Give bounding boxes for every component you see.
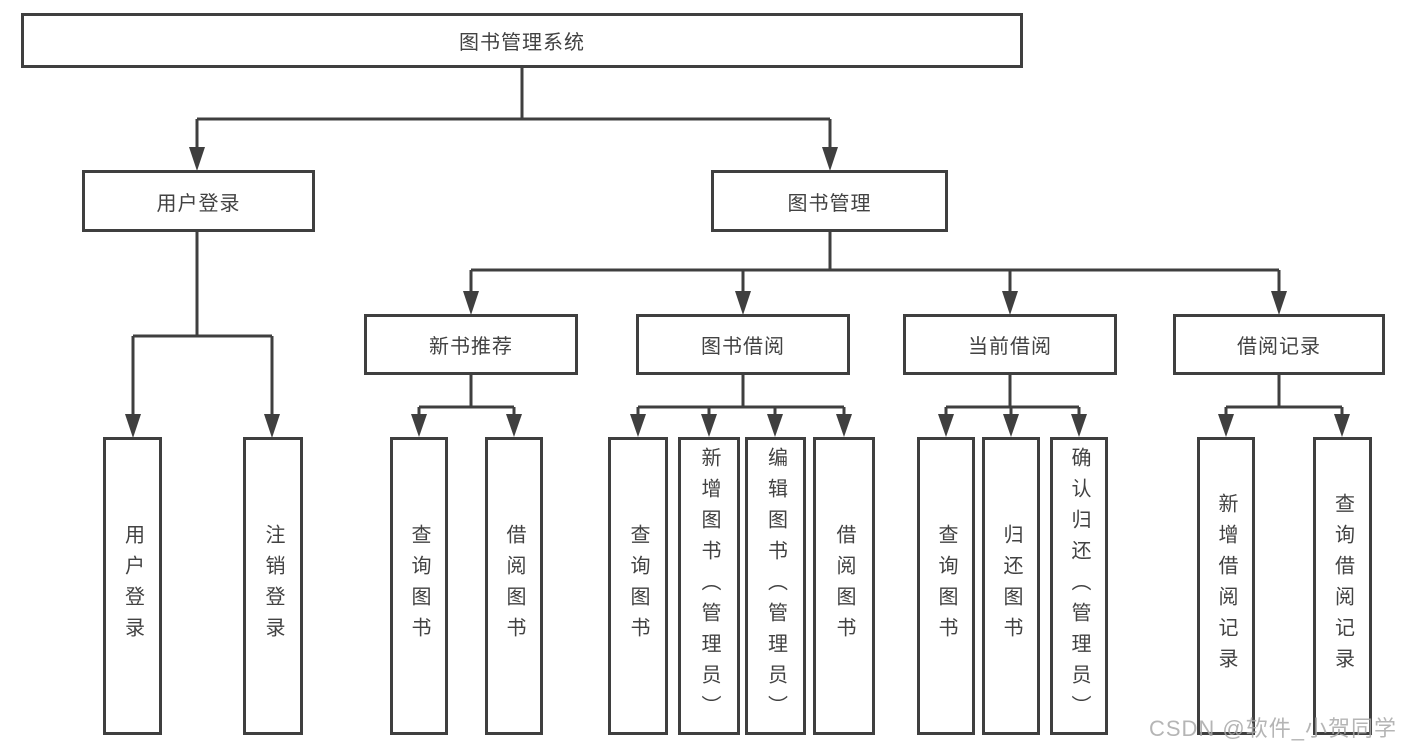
node-label: 用户登录 — [156, 192, 241, 215]
node-label: 查询图书 — [408, 524, 430, 648]
arrowhead-leaf-4a — [938, 414, 954, 437]
node-leaf-user-login: 用户登录 — [103, 437, 162, 735]
node-label: 查询图书 — [935, 524, 957, 648]
node-label: 图书借阅 — [701, 336, 785, 358]
node-leaf-query-borrow-record: 查询借阅记录 — [1313, 437, 1372, 735]
node-book-management: 图书管理 — [711, 170, 948, 232]
node-label: 新书推荐 — [429, 336, 513, 358]
node-leaf-query-books-current: 查询图书 — [917, 437, 975, 735]
arrowhead-leaf-3a — [630, 414, 646, 437]
node-leaf-borrow-books-recommend: 借阅图书 — [485, 437, 543, 735]
node-label: 借阅图书 — [503, 524, 525, 648]
arrowhead-mgmt — [822, 147, 838, 171]
arrowhead-leaf-5b — [1334, 414, 1350, 437]
arrowhead-leaf-1a — [125, 414, 141, 438]
connector-login-children — [131, 232, 274, 417]
connector-borrow-children — [636, 375, 846, 416]
node-leaf-edit-books-admin: 编辑图书（管理员） — [745, 437, 806, 735]
node-label: 借阅记录 — [1237, 336, 1321, 358]
csdn-watermark: CSDN @软件_小贺同学 — [1148, 716, 1397, 741]
node-leaf-borrow-books: 借阅图书 — [813, 437, 875, 735]
node-label: 编辑图书（管理员） — [764, 446, 787, 726]
arrowhead-leaf-2a — [411, 414, 427, 437]
node-label: 当前借阅 — [968, 336, 1052, 358]
node-label: 借阅图书 — [833, 524, 855, 648]
node-label: 确认归还（管理员） — [1068, 446, 1090, 726]
node-current-borrow: 当前借阅 — [903, 314, 1117, 375]
node-new-book-recommend: 新书推荐 — [364, 314, 578, 375]
arrowhead-l3-3 — [1271, 291, 1287, 315]
arrowhead-leaf-1b — [264, 414, 280, 438]
node-leaf-return-books: 归还图书 — [982, 437, 1040, 735]
node-label: 用户登录 — [121, 524, 144, 648]
arrowhead-leaf-5a — [1218, 414, 1234, 437]
node-label: 查询借阅记录 — [1331, 493, 1354, 679]
node-label: 新增借阅记录 — [1215, 493, 1237, 679]
node-book-borrow: 图书借阅 — [636, 314, 850, 375]
node-user-login: 用户登录 — [82, 170, 315, 232]
arrowhead-leaf-4c — [1071, 414, 1087, 437]
arrowhead-leaf-3d — [836, 414, 852, 437]
node-leaf-add-books-admin: 新增图书（管理员） — [678, 437, 740, 735]
node-label: 图书管理 — [787, 192, 872, 215]
arrowhead-l3-0 — [463, 291, 479, 315]
node-label: 归还图书 — [1000, 524, 1022, 648]
connector-root-to-level2 — [195, 68, 832, 150]
node-leaf-query-books-recommend: 查询图书 — [390, 437, 448, 735]
node-system-root: 图书管理系统 — [21, 13, 1023, 68]
connector-mgmt-children — [469, 232, 1281, 294]
node-label: 查询图书 — [627, 524, 649, 648]
arrowhead-login — [189, 147, 205, 171]
node-leaf-add-borrow-record: 新增借阅记录 — [1197, 437, 1255, 735]
node-leaf-logout: 注销登录 — [243, 437, 303, 735]
connector-recommend-children — [417, 375, 516, 416]
arrowhead-leaf-3b — [701, 414, 717, 437]
connector-current-children — [944, 375, 1081, 416]
arrowhead-leaf-3c — [767, 414, 783, 437]
arrowhead-l3-1 — [735, 291, 751, 315]
node-borrow-records: 借阅记录 — [1173, 314, 1385, 375]
node-leaf-query-books-borrow: 查询图书 — [608, 437, 668, 735]
arrowhead-leaf-2b — [506, 414, 522, 437]
connector-records-children — [1224, 375, 1344, 416]
node-label: 新增图书（管理员） — [698, 446, 720, 726]
node-label: 图书管理系统 — [459, 32, 585, 54]
arrowhead-l3-2 — [1002, 291, 1018, 315]
node-label: 注销登录 — [262, 524, 284, 648]
node-leaf-confirm-return-admin: 确认归还（管理员） — [1050, 437, 1108, 735]
arrowhead-leaf-4b — [1003, 414, 1019, 437]
